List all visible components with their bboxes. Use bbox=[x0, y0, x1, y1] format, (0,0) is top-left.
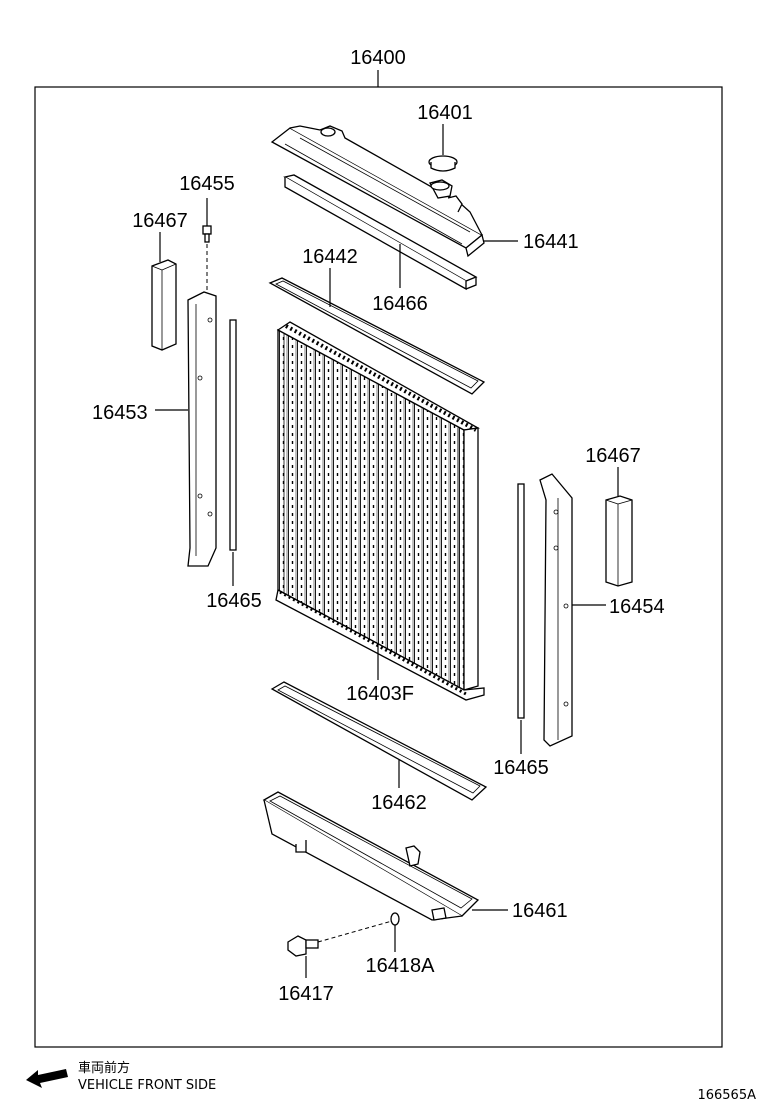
drain-dashed-line bbox=[317, 920, 393, 943]
left-support-part bbox=[187, 291, 217, 567]
part-label-16455: 16455 bbox=[179, 173, 235, 195]
part-label-16461: 16461 bbox=[512, 900, 568, 922]
part-label-16453: 16453 bbox=[92, 402, 148, 424]
radiator-core-part bbox=[275, 321, 485, 701]
left-seal-part bbox=[151, 259, 177, 351]
lower-gasket-part bbox=[270, 681, 488, 801]
part-label-16403F: 16403F bbox=[346, 683, 414, 705]
drain-cock-part bbox=[287, 935, 319, 957]
upper-tank-part bbox=[270, 125, 485, 258]
part-label-16400: 16400 bbox=[350, 47, 406, 69]
right-strip-part bbox=[517, 483, 525, 719]
part-label-16401: 16401 bbox=[417, 102, 473, 124]
front-direction-arrow-icon bbox=[26, 1069, 68, 1088]
right-seal-part bbox=[605, 495, 633, 587]
direction-label-en: VEHICLE FRONT SIDE bbox=[78, 1078, 216, 1093]
left-strip-part bbox=[229, 319, 237, 551]
part-label-16466: 16466 bbox=[372, 293, 428, 315]
bolt-part bbox=[202, 225, 212, 243]
right-support-part bbox=[539, 473, 573, 747]
lower-tank-part bbox=[262, 791, 480, 921]
part-label-16467-right: 16467 bbox=[585, 445, 641, 467]
upper-gasket-part bbox=[268, 277, 486, 395]
direction-label-jp: 車両前方 bbox=[78, 1060, 130, 1076]
part-label-16462: 16462 bbox=[371, 792, 427, 814]
part-label-16442: 16442 bbox=[302, 246, 358, 268]
part-label-16418A: 16418A bbox=[366, 955, 436, 977]
part-label-16465-right: 16465 bbox=[493, 757, 549, 779]
part-label-16465-left: 16465 bbox=[206, 590, 262, 612]
part-label-16417: 16417 bbox=[278, 983, 334, 1005]
drain-oring-part bbox=[390, 912, 400, 926]
part-label-16454: 16454 bbox=[609, 596, 665, 618]
part-label-16441: 16441 bbox=[523, 231, 579, 253]
part-label-16467-left: 16467 bbox=[132, 210, 188, 232]
radiator-cap-part bbox=[428, 155, 458, 172]
figure-id: 166565A bbox=[697, 1088, 756, 1103]
upper-seal-part bbox=[283, 174, 478, 291]
